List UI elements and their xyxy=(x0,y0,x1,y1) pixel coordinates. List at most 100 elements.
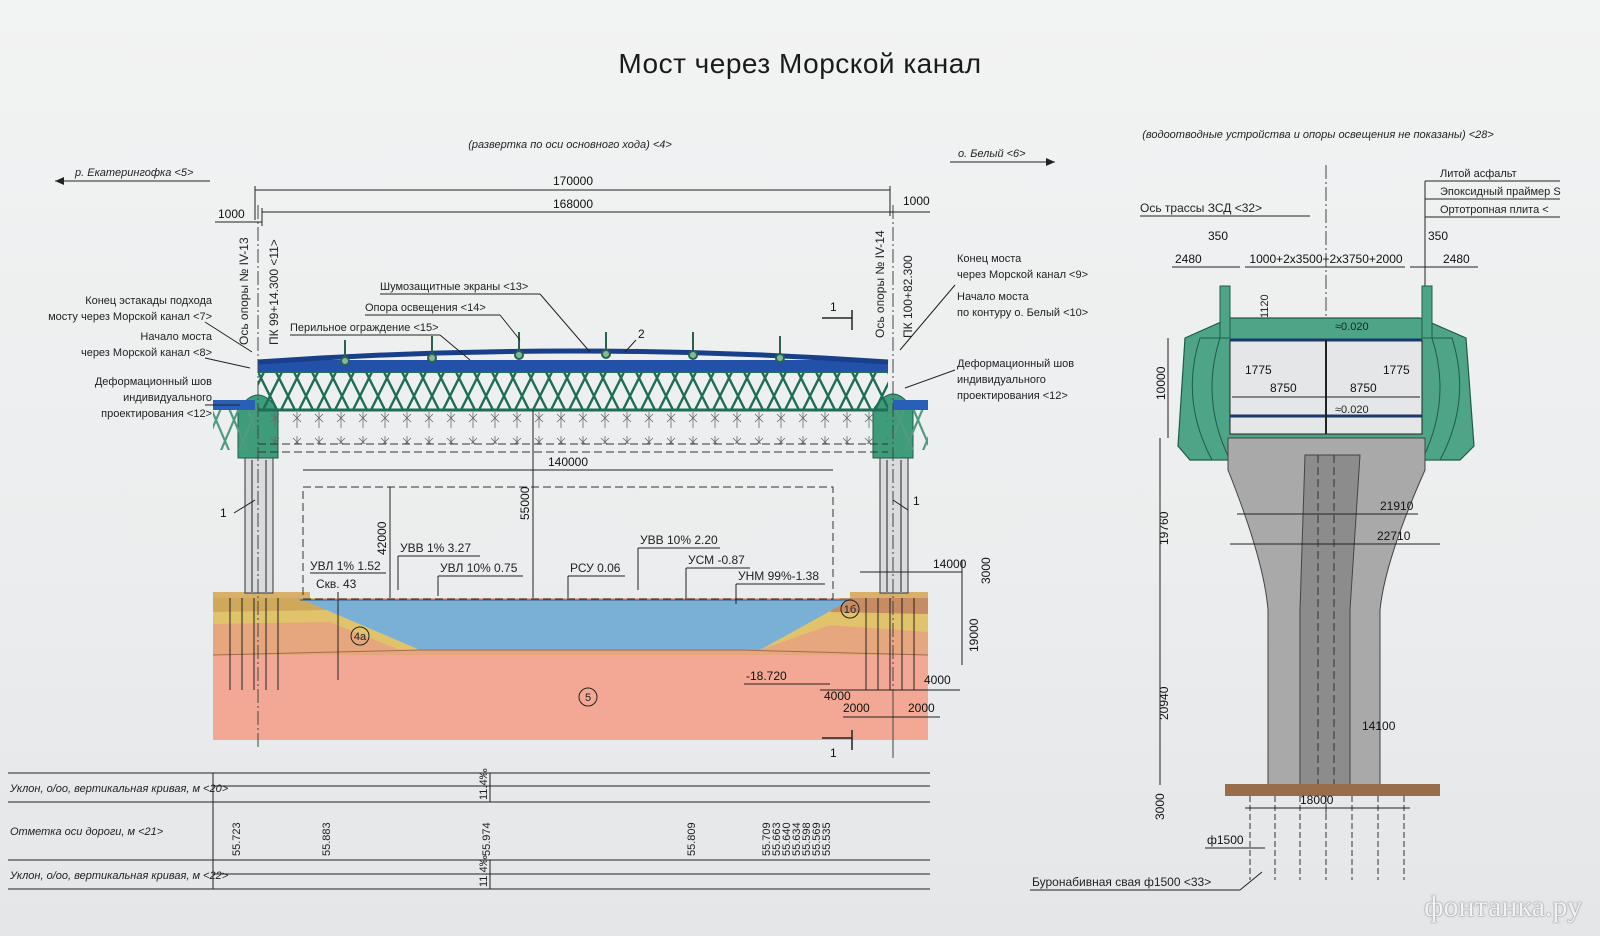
section-markers: 1 1 1 1 2 xyxy=(220,300,920,760)
svg-text:Скв. 43: Скв. 43 xyxy=(316,577,357,591)
road-mark-value: 55.709 xyxy=(761,822,773,856)
svg-text:Эпоксидный праймер S: Эпоксидный праймер S xyxy=(1440,186,1561,198)
svg-text:≈0.020: ≈0.020 xyxy=(1335,321,1369,333)
road-mark-value: 55.634 xyxy=(791,822,803,856)
section-dimensions: 1000+2x3500+2x3750+2000 350 350 2480 248… xyxy=(1153,229,1478,849)
svg-text:55000: 55000 xyxy=(518,486,532,520)
svg-text:Деформационный шов: Деформационный шов xyxy=(95,376,212,388)
table-row-grade-20: Уклон, о/оо, вертикальная кривая, м <20> xyxy=(9,783,229,795)
svg-text:8750: 8750 xyxy=(1350,381,1377,395)
dim-170000: 170000 xyxy=(553,174,593,188)
water-levels: УВЛ 1% 1.52 Скв. 43 УВВ 1% 3.27 УВЛ 10% … xyxy=(310,533,825,680)
profile-table: Уклон, о/оо, вертикальная кривая, м <20>… xyxy=(8,768,930,890)
dim-168000: 168000 xyxy=(553,197,593,211)
svg-text:1775: 1775 xyxy=(1245,363,1272,377)
dim-left-1000: 1000 xyxy=(218,207,245,221)
table-row-road-marks: Отметка оси дороги, м <21> xyxy=(10,826,164,838)
svg-text:5: 5 xyxy=(585,692,591,704)
svg-text:-18.720: -18.720 xyxy=(746,669,787,683)
svg-text:11.4‰: 11.4‰ xyxy=(478,855,490,887)
svg-text:20940: 20940 xyxy=(1157,686,1171,720)
svg-text:1120: 1120 xyxy=(1259,294,1271,318)
approach-truss-right xyxy=(893,408,928,450)
direction-right: о. Белый <6> xyxy=(958,148,1026,160)
svg-text:4а: 4а xyxy=(354,631,367,643)
svg-text:Шумозащитные экраны <13>: Шумозащитные экраны <13> xyxy=(380,281,528,293)
svg-text:Литой асфальт: Литой асфальт xyxy=(1440,168,1517,180)
svg-text:1б: 1б xyxy=(844,604,856,616)
soil-markers: 1б 4а 5 xyxy=(350,599,860,707)
navigation-clearance: 140000 42000 55000 xyxy=(302,410,834,600)
pier-left-axis-label: Ось опоры № IV-13 xyxy=(237,237,251,345)
svg-text:1: 1 xyxy=(830,300,837,314)
main-truss xyxy=(257,332,889,453)
pier-left-pk: ПК 99+14.300 <11> xyxy=(267,239,281,345)
elevation-left-labels: Конец эстакады подхода мосту через Морск… xyxy=(48,281,591,420)
svg-text:42000: 42000 xyxy=(375,521,389,555)
approach-truss-left xyxy=(213,408,255,450)
svg-text:Конец эстакады подхода: Конец эстакады подхода xyxy=(85,295,213,307)
svg-text:2000: 2000 xyxy=(908,701,935,715)
svg-text:Деформационный шов: Деформационный шов xyxy=(957,358,1074,370)
svg-text:350: 350 xyxy=(1208,229,1228,243)
direction-left: р. Екатерингофка <5> xyxy=(74,167,194,179)
svg-text:350: 350 xyxy=(1428,229,1448,243)
svg-text:УВЛ 1% 1.52: УВЛ 1% 1.52 xyxy=(310,559,381,573)
deck-layers-legend: Литой асфальт Эпоксидный праймер S Ортот… xyxy=(1424,168,1561,320)
svg-text:Перильное ограждение <15>: Перильное ограждение <15> xyxy=(290,322,439,334)
svg-text:14100: 14100 xyxy=(1362,719,1396,733)
cross-section-pier xyxy=(1225,437,1440,880)
elevation-note: (развертка по оси основного хода) <4> xyxy=(468,139,672,151)
road-mark-value: 55.535 xyxy=(821,822,833,856)
svg-text:11.4‰: 11.4‰ xyxy=(478,768,490,800)
svg-text:УВВ 1% 3.27: УВВ 1% 3.27 xyxy=(400,541,471,555)
svg-text:РСУ 0.06: РСУ 0.06 xyxy=(570,561,621,575)
ground-dimensions: 14000 3000 19000 -18.720 4000 4000 2000 … xyxy=(744,557,993,718)
svg-text:19760: 19760 xyxy=(1157,511,1171,545)
svg-text:УНМ 99%-1.38: УНМ 99%-1.38 xyxy=(738,569,819,583)
svg-text:19000: 19000 xyxy=(967,618,981,652)
svg-text:3000: 3000 xyxy=(1153,793,1167,820)
svg-text:2: 2 xyxy=(638,327,645,341)
table-row-grade-22: Уклон, о/оо, вертикальная кривая, м <22> xyxy=(9,870,229,882)
svg-text:мосту через Морской канал <7>: мосту через Морской канал <7> xyxy=(48,311,212,323)
svg-text:1: 1 xyxy=(830,746,837,760)
svg-text:14000: 14000 xyxy=(933,557,967,571)
section-note: (водоотводные устройства и опоры освещен… xyxy=(1142,129,1494,141)
watermark-logo: фонтанка.ру xyxy=(1424,890,1582,923)
svg-text:индивидуального: индивидуального xyxy=(123,392,212,404)
svg-text:1: 1 xyxy=(220,506,227,520)
svg-text:Начало моста: Начало моста xyxy=(140,331,212,343)
svg-text:Опора освещения <14>: Опора освещения <14> xyxy=(365,302,486,314)
svg-text:Ортотропная плита <: Ортотропная плита < xyxy=(1440,204,1549,216)
svg-text:10000: 10000 xyxy=(1154,366,1168,400)
svg-text:8750: 8750 xyxy=(1270,381,1297,395)
svg-text:140000: 140000 xyxy=(548,455,588,469)
drawing-title: Мост через Морской канал xyxy=(618,48,982,79)
road-mark-value: 55.883 xyxy=(321,822,333,856)
dim-right-1000: 1000 xyxy=(903,194,930,208)
top-dimensions: 170000 168000 1000 1000 xyxy=(215,174,930,226)
svg-text:проектирования <12>: проектирования <12> xyxy=(957,390,1068,402)
svg-text:УВВ 10% 2.20: УВВ 10% 2.20 xyxy=(640,533,718,547)
svg-text:2480: 2480 xyxy=(1443,252,1470,266)
road-mark-value: 55.723 xyxy=(231,822,243,856)
svg-text:УСМ -0.87: УСМ -0.87 xyxy=(688,553,745,567)
box-girder xyxy=(1177,285,1475,461)
svg-text:индивидуального: индивидуального xyxy=(957,374,1046,386)
pile-label: Буронабивная свая ф1500 <33> xyxy=(1032,875,1211,889)
elevation-right-labels: Конец моста через Морской канал <9> Нача… xyxy=(899,253,1088,402)
svg-text:Начало моста: Начало моста xyxy=(957,291,1029,303)
road-mark-value: 55.598 xyxy=(801,822,813,856)
svg-text:2480: 2480 xyxy=(1175,252,1202,266)
svg-text:18000: 18000 xyxy=(1300,793,1334,807)
pier-right-axis-label: Ось опоры № IV-14 xyxy=(873,230,887,338)
svg-text:3000: 3000 xyxy=(979,557,993,584)
svg-text:1: 1 xyxy=(913,494,920,508)
svg-text:4000: 4000 xyxy=(924,673,951,687)
pier-right-pk: ПК 100+82.300 xyxy=(901,255,915,338)
svg-text:1000+2x3500+2x3750+2000: 1000+2x3500+2x3750+2000 xyxy=(1249,252,1402,266)
svg-text:≈0.020: ≈0.020 xyxy=(1335,404,1369,416)
